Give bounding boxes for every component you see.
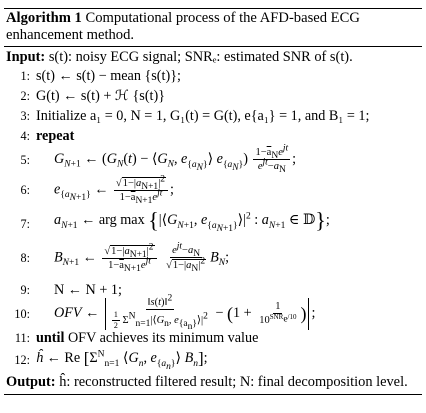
input-text: s(t): noisy ECG signal; SNRₑ: estimated … xyxy=(48,49,353,65)
caption-text: Computational process of the AFD-based E… xyxy=(6,10,360,43)
until-keyword: until xyxy=(36,330,65,346)
step-number: 1: xyxy=(20,69,30,83)
step-number: 4: xyxy=(20,129,30,143)
step-7-formula: aN+1 ← arg max {|⟨GN+1, e{aN+1}⟩|2 : aN+… xyxy=(54,207,330,234)
step-text: N ← N + 1; xyxy=(54,282,122,298)
step-number: 6: xyxy=(20,183,30,197)
algorithm-steps: 1: s(t) ← s(t) − mean {s(t)}; 2: G(t) ← … xyxy=(4,67,422,371)
caption-label: Algorithm 1 xyxy=(6,10,82,26)
step-number: 12: xyxy=(14,353,30,367)
caption-rule xyxy=(4,46,422,47)
step-5-formula: GN+1 ← (GN(t) − ⟨GN, e{aN}⟩ e{aN}) 1−aNe… xyxy=(54,143,297,176)
step-number: 11: xyxy=(14,331,30,345)
until-text: OFV achieves its minimum value xyxy=(67,330,259,346)
until-line: until OFV achieves its minimum value xyxy=(36,329,258,347)
step-number: 8: xyxy=(20,251,30,265)
step-number: 2: xyxy=(20,89,30,103)
step-text: Initialize a₁ = 0, N = 1, G₁(t) = G(t), … xyxy=(36,108,370,124)
step-number: 3: xyxy=(20,109,30,123)
input-label: Input: xyxy=(6,49,46,65)
algorithm-box: Algorithm 1 Computational process of the… xyxy=(4,8,422,395)
output-text: ĥ: reconstructed filtered result; N: fin… xyxy=(59,374,408,390)
output-line: Output: ĥ: reconstructed filtered result… xyxy=(4,371,422,392)
step-number: 5: xyxy=(20,153,30,167)
repeat-keyword: repeat xyxy=(36,128,75,144)
bottom-rule xyxy=(4,394,422,395)
step-number: 7: xyxy=(20,217,30,231)
input-line: Input: s(t): noisy ECG signal; SNRₑ: est… xyxy=(4,47,422,67)
step-12-formula: ĥ ← Re [ΣNn=1 ⟨Gn, e{an}⟩ Bn]; xyxy=(36,348,208,372)
top-rule xyxy=(4,8,422,9)
step-text: s(t) ← s(t) − mean {s(t)}; xyxy=(36,68,181,84)
step-text: G(t) ← s(t) + ℋ {s(t)} xyxy=(36,88,166,104)
output-label: Output: xyxy=(6,374,56,390)
step-number: 10: xyxy=(14,307,30,321)
step-number: 9: xyxy=(20,283,30,297)
algorithm-caption: Algorithm 1 Computational process of the… xyxy=(4,9,422,46)
